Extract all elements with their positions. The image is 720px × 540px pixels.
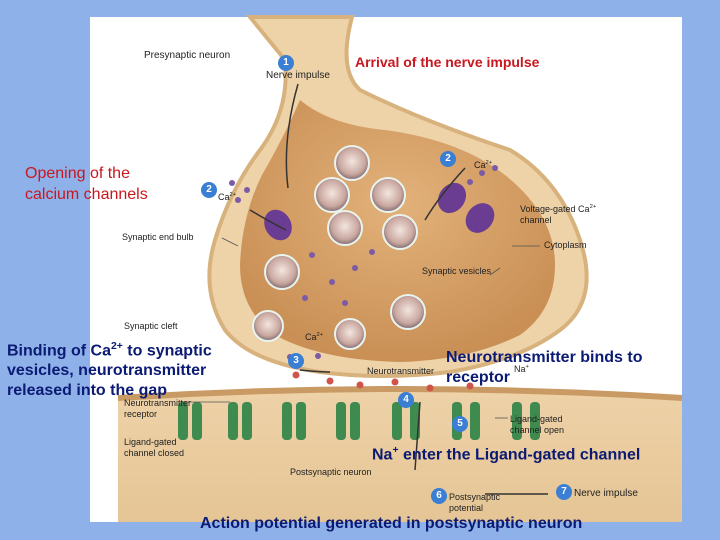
step-3-badge: 3 <box>288 353 304 369</box>
step-7-badge: 7 <box>556 484 572 500</box>
label-ca-left: Ca2+ <box>218 192 237 202</box>
caption-arrival: Arrival of the nerve impulse <box>355 54 540 70</box>
postsynaptic-neuron <box>118 389 682 522</box>
step-1-badge: 1 <box>278 55 294 71</box>
step-2-badge-left: 2 <box>201 182 217 198</box>
label-synaptic-cleft: Synaptic cleft <box>124 321 178 331</box>
step-6-badge: 6 <box>431 488 447 504</box>
label-ca-top: Ca2+ <box>474 160 493 170</box>
leader-lines <box>182 237 540 419</box>
step-2-badge-right: 2 <box>440 151 456 167</box>
label-synaptic-end-bulb: Synaptic end bulb <box>122 232 194 242</box>
label-ca-cleft: Ca2+ <box>305 332 324 342</box>
label-presynaptic-neuron: Presynaptic neuron <box>144 50 231 61</box>
label-na: Na+ <box>514 364 529 374</box>
step-5-badge: 5 <box>452 416 468 432</box>
label-cytoplasm: Cytoplasm <box>544 240 587 250</box>
synaptic-vesicles <box>252 145 426 350</box>
step-4-badge: 4 <box>398 392 414 408</box>
caption-action-potential: Action potential generated in postsynapt… <box>200 515 583 532</box>
neurotransmitter-molecules <box>292 371 474 392</box>
label-voltage-gated-channel: Voltage-gated Ca2+channel <box>520 204 597 225</box>
label-neurotransmitter: Neurotransmitter <box>367 366 435 376</box>
calcium-ions <box>229 165 498 360</box>
label-postsynaptic-neuron: Postsynaptic neuron <box>290 467 372 477</box>
label-synaptic-vesicles: Synaptic vesicles <box>422 266 492 276</box>
flow-arrows <box>249 83 548 495</box>
label-nerve-impulse-bottom: Nerve impulse <box>574 488 638 499</box>
postsynaptic-membrane <box>117 386 683 401</box>
caption-na-enter: Na+ enter the Ligand-gated channel <box>372 445 641 464</box>
label-nerve-impulse-top: Nerve impulse <box>266 70 330 81</box>
voltage-gated-channels <box>264 182 495 241</box>
